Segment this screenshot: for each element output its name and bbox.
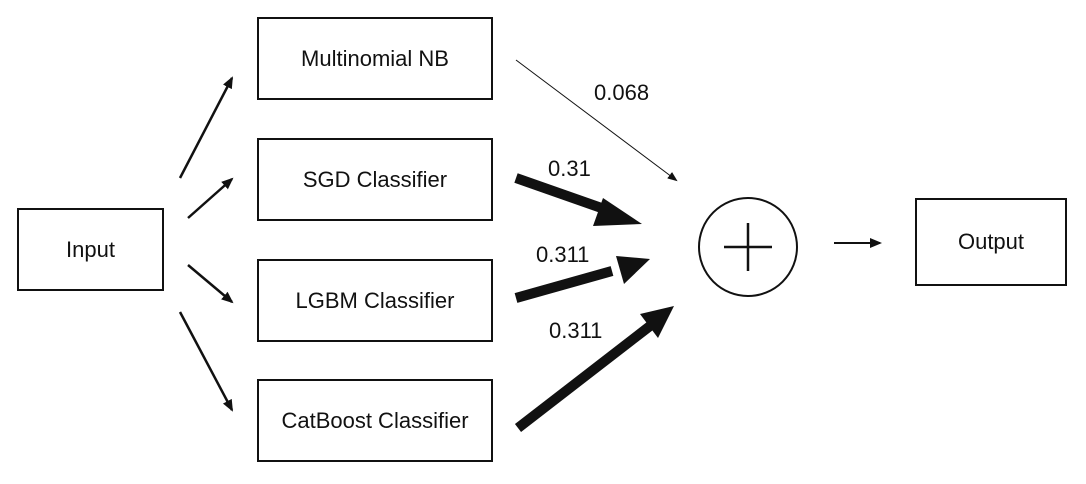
model-label-sgd-classifier: SGD Classifier <box>302 166 448 192</box>
model-box-multinomial-nb: Multinomial NB <box>257 17 493 100</box>
edge-input-to-catboost <box>178 311 234 412</box>
weight-sgd-classifier: 0.31 <box>548 156 591 181</box>
output-label: Output <box>957 229 1025 254</box>
edge-multinomial-nb-to-sum <box>515 59 678 182</box>
input-box: Input <box>17 208 164 291</box>
edge-sgd-to-sum <box>514 173 612 216</box>
model-label-multinomial-nb: Multinomial NB <box>301 45 449 71</box>
model-label-lgbm-classifier: LGBM Classifier <box>295 287 455 313</box>
output-box: Output <box>915 198 1067 286</box>
edge-sgd-arrowhead <box>593 198 642 226</box>
model-box-lgbm-classifier: LGBM Classifier <box>257 259 493 342</box>
edge-catboost-arrowhead <box>640 306 674 338</box>
plus-icon <box>698 197 798 297</box>
edge-input-to-multinomial-nb <box>178 76 234 179</box>
edge-catboost-to-sum <box>514 322 654 432</box>
weight-multinomial-nb: 0.068 <box>594 80 650 105</box>
edge-lgbm-to-sum <box>514 266 614 303</box>
input-label: Input <box>66 236 115 262</box>
edge-input-to-sgd <box>187 177 234 219</box>
weight-catboost-classifier: 0.311 <box>549 318 603 343</box>
edge-input-to-lgbm <box>187 264 234 304</box>
model-box-catboost-classifier: CatBoost Classifier <box>257 379 493 462</box>
model-box-sgd-classifier: SGD Classifier <box>257 138 493 221</box>
weight-lgbm-classifier: 0.311 <box>536 242 590 267</box>
edge-lgbm-arrowhead <box>616 256 650 284</box>
model-label-catboost-classifier: CatBoost Classifier <box>281 407 469 433</box>
